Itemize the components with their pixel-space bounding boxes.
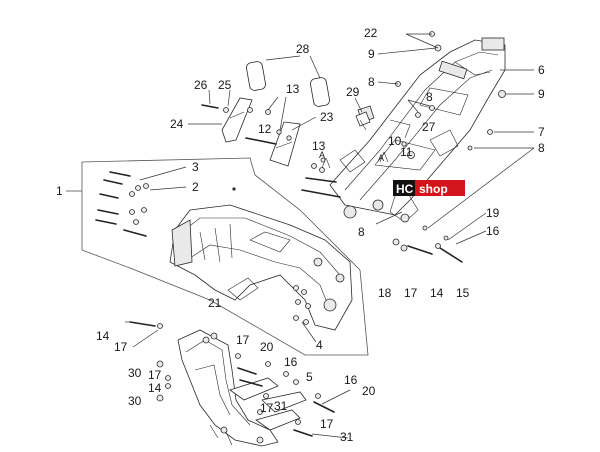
- callout-31: 31: [340, 430, 354, 444]
- callout-30: 30: [128, 366, 142, 380]
- callout-28: 28: [296, 42, 310, 56]
- callout-4: 4: [316, 338, 323, 352]
- callout-21: 21: [208, 296, 222, 310]
- callout-16: 16: [284, 355, 298, 369]
- logo-shop-text: shop: [419, 182, 448, 196]
- leader-lines: [66, 33, 535, 439]
- callout-17: 17: [114, 340, 128, 354]
- group-1-bolts: [95, 171, 311, 325]
- arrow-a-label: A: [319, 150, 325, 160]
- callout-16: 16: [344, 373, 358, 387]
- callout-26: 26: [194, 78, 208, 92]
- callout-19: 19: [486, 206, 500, 220]
- callout-5: 5: [306, 370, 313, 384]
- logo-shop-block: [415, 180, 465, 196]
- callout-7: 7: [538, 125, 545, 139]
- callout-numbers: 1 3 2 4 22 9 8 8 6 9 7 8 29 27 10 11 28 …: [56, 26, 545, 444]
- callout-13: 13: [312, 139, 326, 153]
- callout-14: 14: [430, 286, 444, 300]
- callout-20: 20: [260, 340, 274, 354]
- callout-27: 27: [422, 120, 436, 134]
- callout-14: 14: [148, 381, 162, 395]
- callout-2: 2: [192, 180, 199, 194]
- callout-11: 11: [400, 145, 413, 159]
- callout-3: 3: [192, 160, 199, 174]
- callout-8: 8: [538, 141, 545, 155]
- callout-20: 20: [362, 384, 376, 398]
- callout-17: 17: [320, 417, 334, 431]
- callout-9: 9: [538, 87, 545, 101]
- callout-6: 6: [538, 63, 545, 77]
- callout-17: 17: [236, 333, 250, 347]
- group-1-outline: [81, 157, 369, 356]
- callout-10: 10: [388, 134, 402, 148]
- callout-9: 9: [368, 47, 375, 61]
- upper-brackets: [201, 61, 371, 167]
- callout-15: 15: [456, 286, 470, 300]
- callout-30: 30: [128, 394, 142, 408]
- callout-22: 22: [364, 26, 378, 40]
- callout-17: 17: [260, 401, 274, 415]
- logo-hc-text: HC: [396, 182, 414, 196]
- callout-16: 16: [486, 224, 500, 238]
- logo-hc-block: [393, 180, 415, 196]
- callout-29: 29: [346, 85, 360, 99]
- main-frame: [169, 187, 353, 331]
- right-side-bolts: [392, 235, 463, 263]
- lower-cradle: [177, 329, 307, 447]
- lower-cradle-bolts: [129, 321, 335, 437]
- callout-17: 17: [148, 368, 162, 382]
- callout-14: 14: [96, 329, 110, 343]
- callout-1: 1: [56, 184, 63, 198]
- callout-8: 8: [368, 75, 375, 89]
- callout-12: 12: [258, 122, 272, 136]
- rear-subframe: [329, 37, 506, 223]
- callout-25: 25: [218, 78, 232, 92]
- callout-18: 18: [378, 286, 392, 300]
- rear-frame-bolts: [301, 163, 341, 198]
- callout-8: 8: [426, 90, 433, 104]
- direction-arrows: A A: [319, 150, 389, 169]
- callout-24: 24: [170, 117, 184, 131]
- callout-23: 23: [320, 110, 334, 124]
- callout-13: 13: [286, 82, 300, 96]
- callout-8: 8: [358, 225, 365, 239]
- arrow-a-label: A: [378, 153, 384, 163]
- hc-shop-logo: HC shop: [393, 180, 465, 196]
- callout-31: 31: [274, 399, 288, 413]
- callout-17: 17: [404, 286, 418, 300]
